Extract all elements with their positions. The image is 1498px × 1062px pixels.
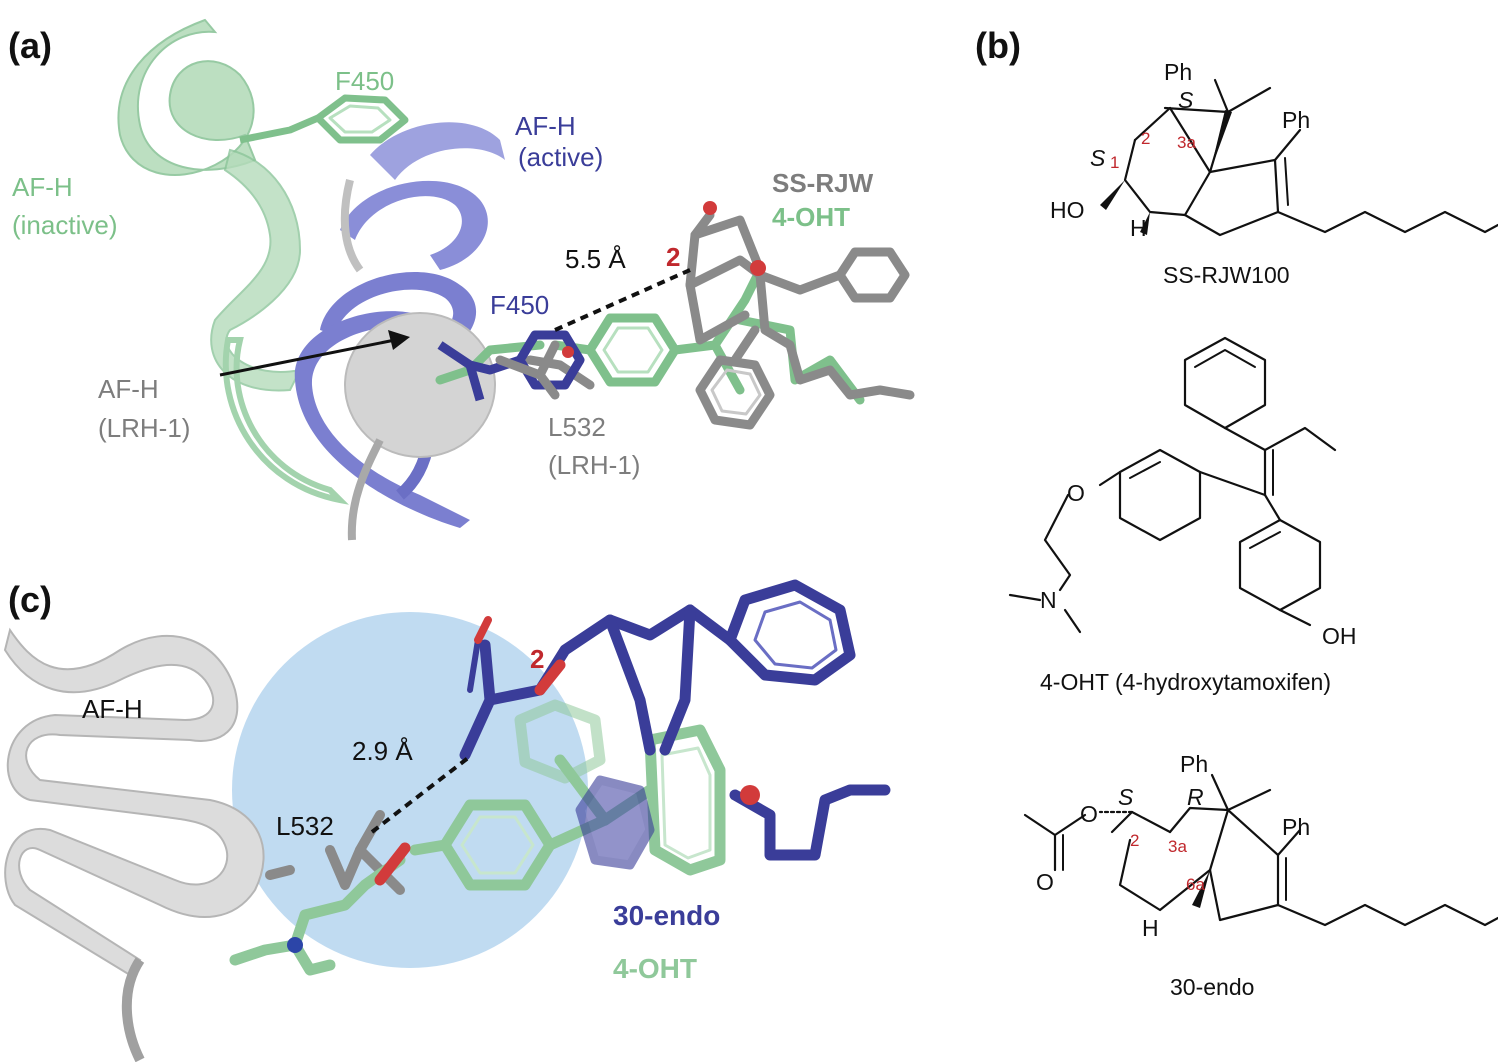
ligand-oxygen-atoms [562,201,766,358]
panel-a: (a) F450 AF-H (active) AF-H (inactive) S… [8,18,915,541]
tam-oh: OH [1322,623,1357,649]
label-afh-active: AF-H [515,111,576,141]
lrh1-arrow [219,330,410,377]
l532-grey-sidechain [495,340,560,400]
label-4oht-a: 4-OHT [772,202,850,232]
endo-h: H [1142,915,1159,941]
endo-o-carbonyl: O [1036,869,1054,895]
active-helix-ribbon [294,122,505,528]
label-30endo-c: 30-endo [613,900,720,931]
label-distance-a: 5.5 Å [565,244,626,274]
endo-ph-top: Ph [1180,751,1208,777]
distance-dash-a [554,268,691,332]
ssrjw-caption: SS-RJW100 [1163,262,1290,288]
f450-green-sidechain [239,94,409,144]
ssrjw-num-1: 1 [1110,153,1119,172]
endo-caption: 30-endo [1170,974,1254,1000]
panel-label-b: (b) [975,25,1021,66]
endo-num-3a: 3a [1168,837,1187,856]
label-afh-inactive: AF-H [12,172,73,202]
endo-ph-right: Ph [1282,814,1310,840]
label-afh-c: AF-H [82,694,143,724]
panel-b: (b) Ph Ph S S [975,25,1498,1000]
endo-num-6a: 6a [1186,875,1205,894]
inactive-helix-ribbon [117,18,349,505]
ssrjw-ph-right: Ph [1282,107,1310,133]
panel-label-a: (a) [8,25,52,66]
tam-caption: 4-OHT (4-hydroxytamoxifen) [1040,669,1331,695]
label-l532-c: L532 [276,811,334,841]
afh-helix-c [3,627,265,1062]
tam-n: N [1040,587,1057,613]
label-position-2-c: 2 [530,644,544,674]
label-4oht-c: 4-OHT [613,953,697,984]
label-afh-lrh1-sub: (LRH-1) [98,413,190,443]
endo-num-2: 2 [1130,831,1139,850]
oxygen-atoms-c [374,616,760,886]
ssrjw-s-lower: S [1090,145,1106,171]
label-l532-a: L532 [548,412,606,442]
ligand-4oht-green [435,265,865,405]
ssrjw-ho: HO [1050,197,1085,223]
ligand-ssrjw-grey [525,210,915,430]
label-afh-active-state: (active) [518,142,603,172]
label-f450-green: F450 [335,66,394,96]
label-afh-inactive-state: (inactive) [12,210,117,240]
nitrogen-atom-c [287,937,303,953]
endo-s: S [1118,784,1134,810]
tam-o: O [1067,480,1085,506]
ssrjw-ph-top: Ph [1164,59,1192,85]
ssrjw-num-3a: 3a [1177,133,1196,152]
lrh1-helix [340,179,496,541]
ssrjw-h: H [1130,215,1147,241]
endo-r: R [1187,784,1204,810]
structure-4oht: O N OH 4-OHT (4-hydroxytamoxifen) [1008,336,1357,695]
distance-dash-c [370,756,470,834]
label-ssrjw: SS-RJW [772,168,874,198]
label-afh-lrh1: AF-H [98,374,159,404]
label-distance-c: 2.9 Å [352,736,413,766]
structure-30endo: Ph Ph S R O O 2 3a 6a H 30-endo [1023,751,1498,1000]
label-position-2-a: 2 [666,242,680,272]
endo-o-ester: O [1080,801,1098,827]
panel-c: (c) AF-H 2.9 Å L532 2 30-endo 4-OHT [3,579,891,1062]
label-l532-a-sub: (LRH-1) [548,450,640,480]
label-f450-blue: F450 [490,290,549,320]
structure-ssrjw100: Ph Ph S S 2 1 3a HO H SS-RJW100 [1050,59,1498,288]
panel-label-c: (c) [8,579,52,620]
ssrjw-num-2: 2 [1141,129,1150,148]
ssrjw-s-upper: S [1178,87,1194,113]
